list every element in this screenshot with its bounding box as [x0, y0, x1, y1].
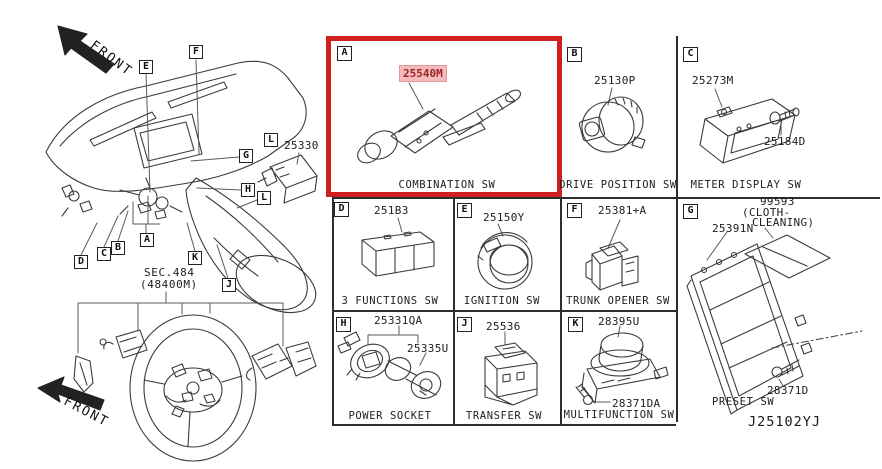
section-j-caption: TRANSFER SW [465, 410, 543, 422]
grid-line [453, 197, 455, 425]
part-number-25391N[interactable]: 25391N [712, 222, 754, 235]
callout-g: G [239, 149, 253, 163]
part-number-25331QA[interactable]: 25331QA [374, 314, 423, 327]
front-arrow-icon [57, 25, 115, 74]
callout-b: B [111, 241, 125, 255]
part-number-251B3[interactable]: 251B3 [374, 204, 409, 217]
ignition-switch-illustration [477, 223, 533, 290]
callout-h: H [241, 183, 255, 197]
callout-l-inset: L [264, 133, 278, 147]
callout-a: A [140, 233, 154, 247]
callout-d: D [74, 255, 88, 269]
grid-line [332, 424, 676, 426]
section-a-ref: A [337, 46, 352, 61]
section-b-caption: DRIVE POSITION SW [559, 179, 677, 191]
part-number-25150Y[interactable]: 25150Y [483, 211, 525, 224]
cabin-overview-illustration [37, 25, 318, 462]
part-number-28371DA[interactable]: 28371DA [612, 397, 661, 410]
part-number-28371D[interactable]: 28371D [767, 384, 809, 397]
part-number-25540M[interactable]: 25540M [399, 65, 447, 82]
sec-ref-sub-label: (48400M) [140, 278, 198, 291]
cloth-note-line2: CLEANING) [752, 216, 815, 229]
section-d-ref: D [334, 202, 349, 217]
part-number-25330[interactable]: 25330 [284, 139, 319, 152]
section-b-ref: B [567, 47, 582, 62]
three-functions-switch-illustration [361, 217, 435, 277]
part-number-25381A[interactable]: 25381+A [598, 204, 647, 217]
callout-f: F [189, 45, 203, 59]
section-k-caption: MULTIFUNCTION SW [563, 409, 675, 421]
section-a-caption: COMBINATION SW [398, 179, 496, 191]
section-c-caption: METER DISPLAY SW [690, 179, 802, 191]
callout-j: J [222, 278, 236, 292]
callout-e: E [139, 60, 153, 74]
transfer-switch-illustration [484, 331, 538, 406]
preset-switch-illustration [686, 227, 863, 415]
cloth-note-line1: (CLOTH- [742, 206, 791, 219]
highlight-box-section-a [326, 36, 562, 197]
section-e-caption: IGNITION SW [463, 295, 541, 307]
part-number-99593[interactable]: 99593 [760, 195, 795, 208]
grid-line [332, 310, 676, 312]
front-arrow-icon [37, 376, 105, 411]
diagram-code: J25102YJ [748, 414, 822, 430]
section-d-caption: 3 FUNCTIONS SW [341, 295, 439, 307]
grid-line [676, 36, 678, 422]
section-g-ref: G [683, 204, 698, 219]
part-number-28395U[interactable]: 28395U [598, 315, 640, 328]
part-number-25536[interactable]: 25536 [486, 320, 521, 333]
section-f-ref: F [567, 203, 582, 218]
callout-c: C [97, 247, 111, 261]
multifunction-switch-illustration [575, 325, 669, 406]
section-h-caption: POWER SOCKET [348, 410, 432, 422]
part-number-25184D[interactable]: 25184D [764, 135, 806, 148]
section-h-ref: H [336, 317, 351, 332]
section-j-ref: J [457, 317, 472, 332]
part-number-25130P[interactable]: 25130P [594, 74, 636, 87]
grid-line [560, 36, 562, 425]
meter-display-switch-illustration [699, 88, 800, 164]
part-number-25335U[interactable]: 25335U [407, 342, 449, 355]
part-number-25273M[interactable]: 25273M [692, 74, 734, 87]
section-g-caption: PRESET SW [712, 396, 775, 408]
trunk-opener-switch-illustration [585, 219, 639, 291]
section-k-ref: K [568, 317, 583, 332]
grid-line [332, 197, 334, 425]
sec-ref-label: SEC.484 [144, 266, 195, 279]
power-socket-illustration [337, 325, 442, 399]
section-f-caption: TRUNK OPENER SW [566, 295, 670, 307]
combination-switch-illustration [357, 82, 521, 164]
callout-k: K [188, 251, 202, 265]
section-e-ref: E [457, 203, 472, 218]
grid-line [332, 197, 880, 199]
drive-position-switch-illustration [578, 87, 646, 153]
callout-l-console: L [257, 191, 271, 205]
section-c-ref: C [683, 47, 698, 62]
